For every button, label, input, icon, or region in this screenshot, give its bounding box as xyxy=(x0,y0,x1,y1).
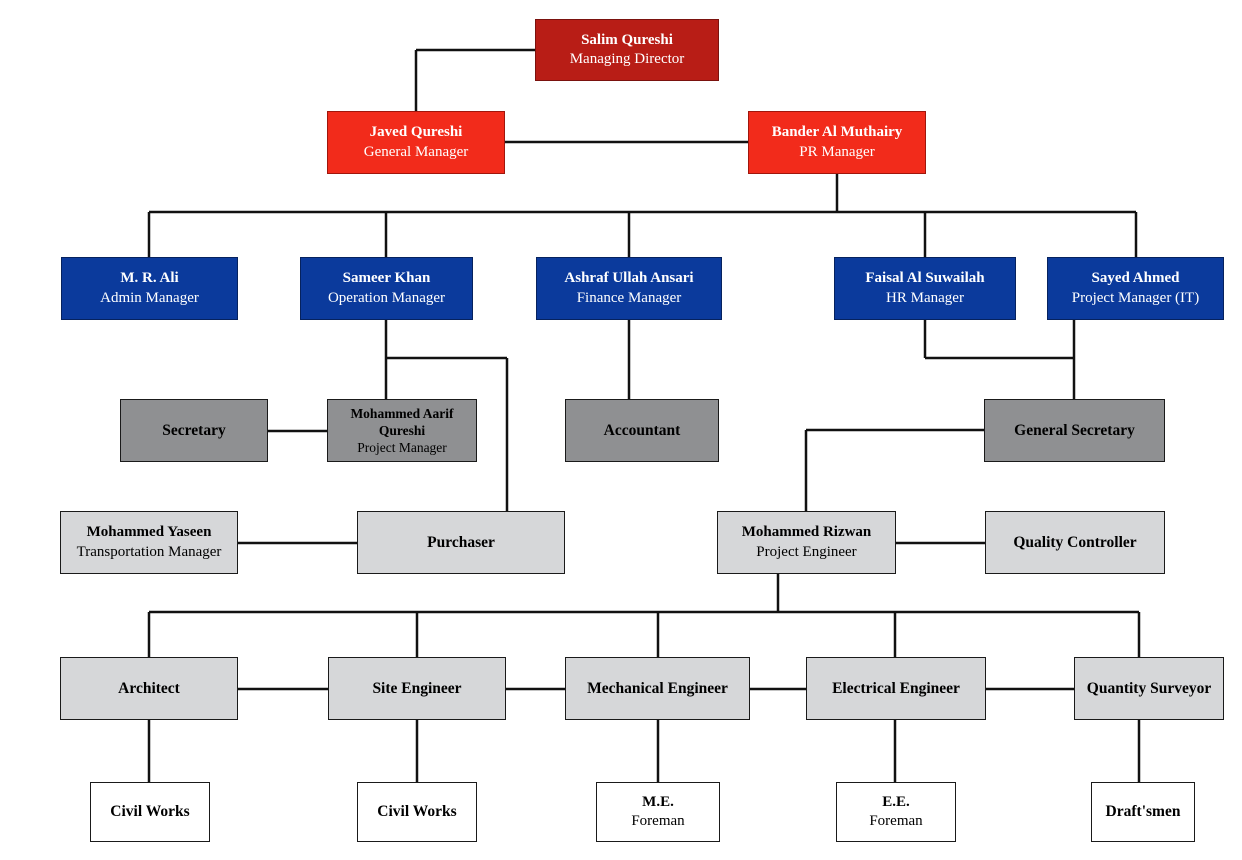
node-project-manager-it: Sayed Ahmed Project Manager (IT) xyxy=(1047,257,1224,320)
node-name: Salim Qureshi xyxy=(581,31,673,48)
node-hr-manager: Faisal Al Suwailah HR Manager xyxy=(834,257,1016,320)
node-draftsmen: Draft'smen xyxy=(1091,782,1195,842)
node-name: Electrical Engineer xyxy=(832,679,960,697)
node-name: Quality Controller xyxy=(1013,533,1137,551)
node-operation-manager: Sameer Khan Operation Manager xyxy=(300,257,473,320)
node-architect: Architect xyxy=(60,657,238,720)
node-general-manager: Javed Qureshi General Manager xyxy=(327,111,505,174)
node-mechanical-engineer: Mechanical Engineer xyxy=(565,657,750,720)
node-title: Operation Manager xyxy=(327,289,446,306)
node-electrical-engineer: Electrical Engineer xyxy=(806,657,986,720)
node-title: Project Engineer xyxy=(756,543,857,560)
node-name: General Secretary xyxy=(1014,421,1135,439)
node-name: Mohammed Yaseen xyxy=(86,524,212,541)
node-title: Foreman xyxy=(869,813,923,829)
node-title: Transportation Manager xyxy=(76,543,222,560)
node-title: Project Manager (IT) xyxy=(1071,289,1200,306)
node-transportation-manager: Mohammed Yaseen Transportation Manager xyxy=(60,511,238,574)
node-name: Bander Al Muthairy xyxy=(771,124,903,141)
node-purchaser: Purchaser xyxy=(357,511,565,574)
node-quantity-surveyor: Quantity Surveyor xyxy=(1074,657,1224,720)
node-title: Admin Manager xyxy=(100,289,199,306)
node-name: Site Engineer xyxy=(372,679,462,697)
node-secretary: Secretary xyxy=(120,399,268,462)
node-admin-manager: M. R. Ali Admin Manager xyxy=(61,257,238,320)
node-name: Quantity Surveyor xyxy=(1086,679,1212,697)
node-title: HR Manager xyxy=(886,289,964,306)
node-quality-controller: Quality Controller xyxy=(985,511,1165,574)
node-name: Mohammed Rizwan xyxy=(741,524,872,541)
node-accountant: Accountant xyxy=(565,399,719,462)
node-name: Architect xyxy=(118,679,180,697)
node-civil-works-site: Civil Works xyxy=(357,782,477,842)
node-name: Draft'smen xyxy=(1105,803,1181,821)
node-title: PR Manager xyxy=(799,143,875,160)
node-name: Civil Works xyxy=(110,803,190,821)
node-title: Finance Manager xyxy=(576,289,682,306)
node-project-engineer: Mohammed Rizwan Project Engineer xyxy=(717,511,896,574)
node-project-manager: Mohammed Aarif Qureshi Project Manager xyxy=(327,399,477,462)
node-finance-manager: Ashraf Ullah Ansari Finance Manager xyxy=(536,257,722,320)
node-name: Secretary xyxy=(162,421,226,439)
node-name: Sameer Khan xyxy=(342,270,431,287)
node-name: E.E. xyxy=(882,793,910,810)
node-name: Mohammed Aarif Qureshi xyxy=(350,405,454,438)
node-ee-foreman: E.E. Foreman xyxy=(836,782,956,842)
node-me-foreman: M.E. Foreman xyxy=(596,782,720,842)
node-pr-manager: Bander Al Muthairy PR Manager xyxy=(748,111,926,174)
node-title: Foreman xyxy=(631,813,685,829)
node-name: Purchaser xyxy=(427,533,495,551)
node-name: M.E. xyxy=(642,793,674,810)
node-general-secretary: General Secretary xyxy=(984,399,1165,462)
node-title: General Manager xyxy=(363,143,469,160)
node-site-engineer: Site Engineer xyxy=(328,657,506,720)
node-title: Project Manager xyxy=(357,440,447,456)
node-name: Javed Qureshi xyxy=(369,124,463,141)
node-name: Faisal Al Suwailah xyxy=(865,270,985,287)
node-name: Accountant xyxy=(603,421,681,439)
node-name: Ashraf Ullah Ansari xyxy=(564,270,694,287)
node-civil-works-architect: Civil Works xyxy=(90,782,210,842)
node-title: Managing Director xyxy=(569,51,685,67)
node-name: Civil Works xyxy=(377,803,457,821)
node-name: Sayed Ahmed xyxy=(1091,270,1180,287)
node-managing-director: Salim Qureshi Managing Director xyxy=(535,19,719,81)
node-name: Mechanical Engineer xyxy=(587,679,728,697)
node-name: M. R. Ali xyxy=(120,270,179,287)
